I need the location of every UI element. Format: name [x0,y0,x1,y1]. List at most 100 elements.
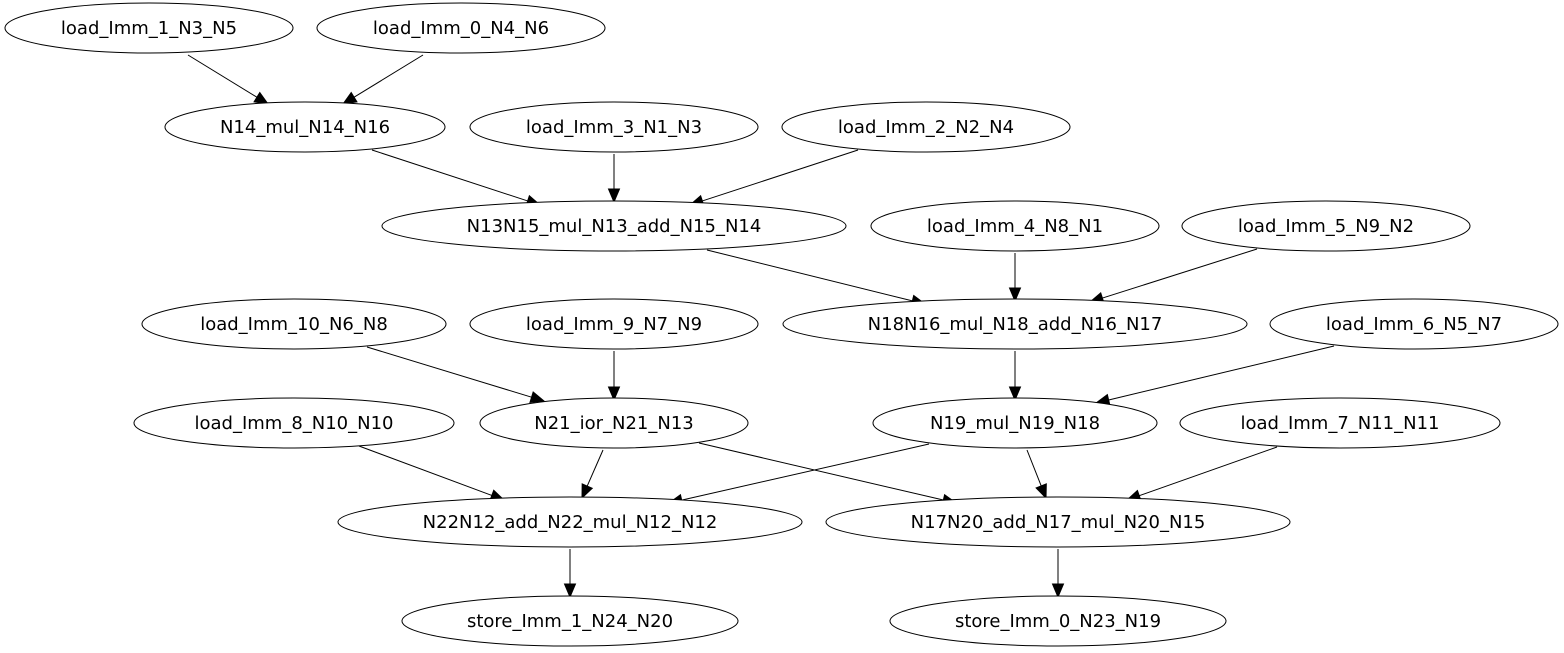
edge-line [1108,345,1335,401]
node-label: N17N20_add_N17_mul_N20_N15 [911,512,1206,533]
node-label: load_Imm_6_N5_N7 [1326,314,1502,335]
edge-n19-mul-n19-n18-to-n22n12-add-n22-mul-n12-n12 [667,443,930,507]
node-label: load_Imm_2_N2_N4 [838,117,1014,138]
arrowhead [581,483,594,500]
node-label: N18N16_mul_N18_add_N16_N17 [868,314,1163,335]
node-label: N19_mul_N19_N18 [930,413,1100,434]
node-n13n15-mul-n13-add-n15-n14: N13N15_mul_N13_add_N15_N14 [381,200,847,252]
arrowhead [1008,287,1022,303]
node-label: store_Imm_1_N24_N20 [467,611,673,632]
node-store-imm-0-n23-n19: store_Imm_0_N23_N19 [889,595,1227,647]
edge-load-imm-8-n10-n10-to-n22n12-add-n22-mul-n12-n12 [358,445,506,502]
edge-line [353,54,424,98]
arrowhead [1051,583,1065,599]
node-ellipse [133,397,455,449]
edge-n18n16-mul-n18-add-n16-n17-to-n19-mul-n19-n18 [1008,351,1022,402]
arrowhead [1035,483,1047,500]
edge-load-imm-7-n11-n11-to-n17n20-add-n17-mul-n20-n15 [1125,446,1278,502]
node-label: load_Imm_9_N7_N9 [526,314,702,335]
node-load-imm-4-n8-n1: load_Imm_4_N8_N1 [870,200,1160,252]
node-n17n20-add-n17-mul-n20-n15: N17N20_add_N17_mul_N20_N15 [825,496,1291,548]
arrowhead [607,188,621,204]
node-ellipse [337,496,803,548]
edge-n22n12-add-n22-mul-n12-n12-to-store-imm-1-n24-n20 [563,549,577,599]
node-label: N13N15_mul_N13_add_N15_N14 [467,216,762,237]
node-load-imm-10-n6-n8: load_Imm_10_N6_N8 [141,298,447,350]
edge-line [371,149,528,202]
node-label: load_Imm_4_N8_N1 [927,216,1103,237]
node-n14-mul-n14-n16: N14_mul_N14_N16 [164,101,446,153]
edge-load-imm-5-n9-n2-to-n18n16-mul-n18-add-n16-n17 [1088,248,1258,304]
edge-load-imm-3-n1-n3-to-n13n15-mul-n13-add-n15-n14 [607,154,621,204]
edge-line [366,346,532,398]
node-label: N22N12_add_N22_mul_N12_N12 [423,512,718,533]
edge-line [1026,449,1042,487]
node-ellipse [316,2,606,54]
node-ellipse [1179,397,1501,449]
node-label: load_Imm_7_N11_N11 [1240,413,1439,434]
node-ellipse [164,101,446,153]
edge-n21-ior-n21-n13-to-n22n12-add-n22-mul-n12-n12 [581,449,604,500]
edge-load-imm-9-n7-n9-to-n21-ior-n21-n13 [607,351,621,402]
node-load-imm-1-n3-n5: load_Imm_1_N3_N5 [4,2,294,54]
node-load-imm-3-n1-n3: load_Imm_3_N1_N3 [469,101,759,153]
node-load-imm-2-n2-n4: load_Imm_2_N2_N4 [781,101,1071,153]
edge-line [1139,446,1278,497]
edge-line [706,249,913,302]
edge-load-imm-10-n6-n8-to-n21-ior-n21-n13 [366,346,546,404]
node-ellipse [870,200,1160,252]
edge-n13n15-mul-n13-add-n15-n14-to-n18n16-mul-n18-add-n16-n17 [706,249,927,307]
edge-load-imm-4-n8-n1-to-n18n16-mul-n18-add-n16-n17 [1008,253,1022,303]
node-ellipse [141,298,447,350]
node-store-imm-1-n24-n20: store_Imm_1_N24_N20 [401,595,739,647]
node-load-imm-0-n4-n6: load_Imm_0_N4_N6 [316,2,606,54]
node-ellipse [469,101,759,153]
node-load-imm-9-n7-n9: load_Imm_9_N7_N9 [469,298,759,350]
arrowhead [607,386,621,402]
arrowhead [253,91,270,105]
edge-line [681,443,930,501]
edge-load-imm-0-n4-n6-to-n14-mul-n14-n16 [341,54,424,105]
node-load-imm-8-n10-n10: load_Imm_8_N10_N10 [133,397,455,449]
node-n19-mul-n19-n18: N19_mul_N19_N18 [872,397,1158,449]
node-ellipse [381,200,847,252]
edge-line [698,442,944,501]
edge-load-imm-6-n5-n7-to-n19-mul-n19-n18 [1094,345,1335,406]
node-ellipse [872,397,1158,449]
arrowhead [529,391,546,404]
node-label: load_Imm_5_N9_N2 [1238,216,1414,237]
node-ellipse [1269,298,1559,350]
node-label: load_Imm_8_N10_N10 [194,413,393,434]
edge-line [187,54,258,98]
node-label: N21_ior_N21_N13 [534,413,694,434]
node-ellipse [782,298,1248,350]
node-ellipse [401,595,739,647]
node-ellipse [479,397,749,449]
node-ellipse [1181,200,1471,252]
edge-load-imm-2-n2-n4-to-n13n15-mul-n13-add-n15-n14 [688,149,859,207]
nodes-layer: load_Imm_1_N3_N5 load_Imm_0_N4_N6N14_mul_… [4,2,1559,647]
node-label: load_Imm_1_N3_N5 [61,18,237,39]
edge-n17n20-add-n17-mul-n20-n15-to-store-imm-0-n23-n19 [1051,549,1065,599]
arrowhead [563,583,577,599]
edge-n21-ior-n21-n13-to-n17n20-add-n17-mul-n20-n15 [698,442,958,507]
node-n18n16-mul-n18-add-n16-n17: N18N16_mul_N18_add_N16_N17 [782,298,1248,350]
edge-n14-mul-n14-n16-to-n13n15-mul-n13-add-n15-n14 [371,149,542,207]
node-ellipse [825,496,1291,548]
arrowhead [1008,386,1022,402]
node-ellipse [4,2,294,54]
node-ellipse [469,298,759,350]
node-n21-ior-n21-n13: N21_ior_N21_N13 [479,397,749,449]
node-label: store_Imm_0_N23_N19 [955,611,1161,632]
node-load-imm-5-n9-n2: load_Imm_5_N9_N2 [1181,200,1471,252]
node-load-imm-6-n5-n7: load_Imm_6_N5_N7 [1269,298,1559,350]
node-label: load_Imm_3_N1_N3 [526,117,702,138]
node-load-imm-7-n11-n11: load_Imm_7_N11_N11 [1179,397,1501,449]
edge-line [586,449,604,487]
node-label: load_Imm_10_N6_N8 [200,314,388,335]
edge-line [358,445,492,496]
node-ellipse [781,101,1071,153]
arrowhead [341,91,358,105]
edge-load-imm-1-n3-n5-to-n14-mul-n14-n16 [187,54,270,105]
